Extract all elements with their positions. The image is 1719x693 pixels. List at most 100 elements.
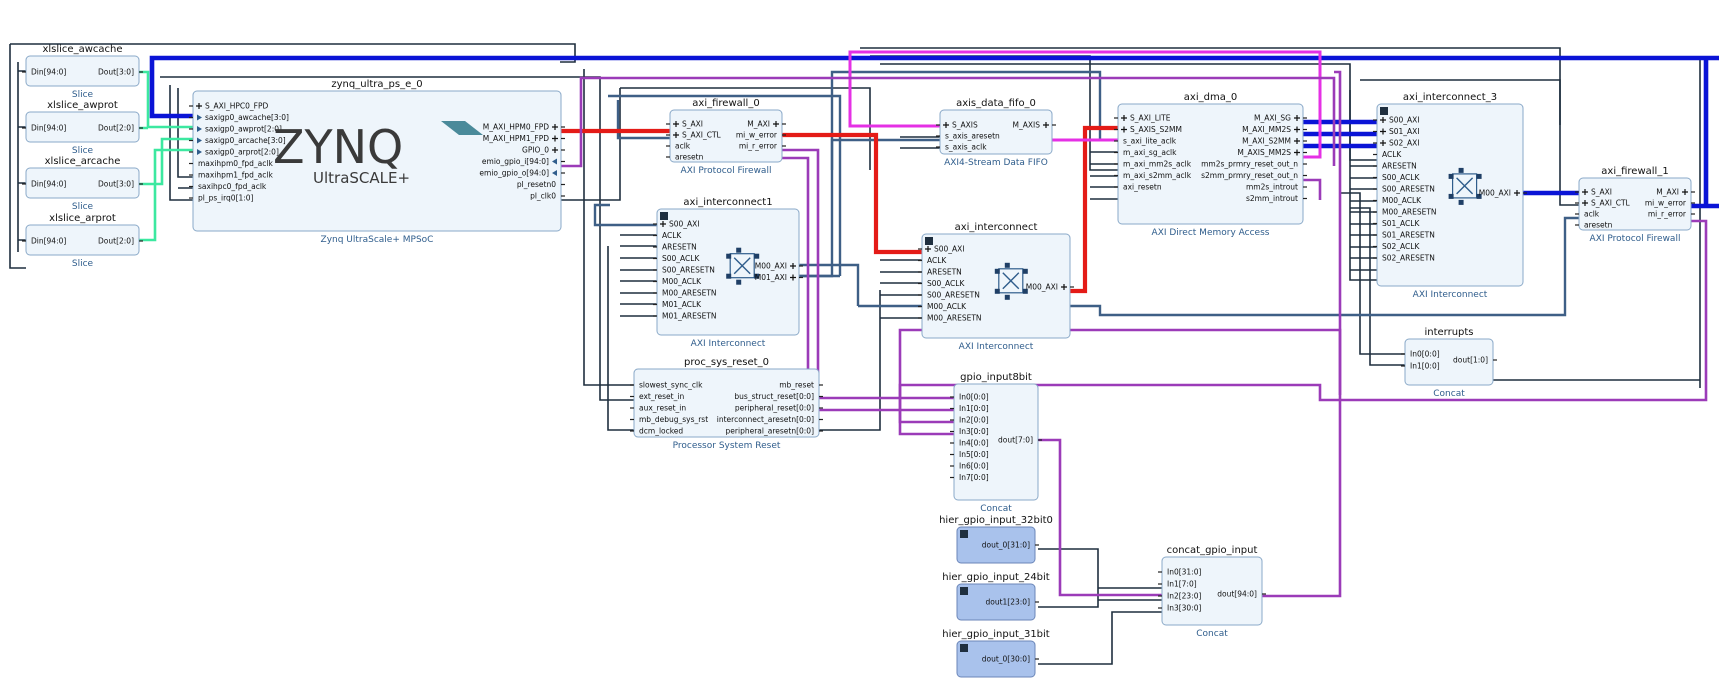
- block-body[interactable]: [25, 167, 140, 199]
- plus-icon[interactable]: [925, 246, 931, 252]
- plus-icon[interactable]: [773, 121, 779, 127]
- plus-icon[interactable]: [943, 122, 949, 128]
- plus-icon[interactable]: [196, 103, 202, 109]
- plus-icon[interactable]: [1294, 149, 1300, 156]
- wire-steel-26[interactable]: [830, 138, 940, 170]
- wire-dark-15[interactable]: [1349, 90, 1377, 281]
- wire-purple-36[interactable]: [560, 76, 1336, 168]
- wire-steel-22[interactable]: [616, 100, 670, 140]
- plus-icon[interactable]: [1380, 128, 1386, 135]
- wire-purple-38[interactable]: [782, 156, 954, 412]
- wire-dark-19[interactable]: [1350, 165, 1377, 271]
- wire-dark-5[interactable]: [583, 69, 634, 386]
- plus-icon[interactable]: [1121, 115, 1127, 121]
- wire-dark-6[interactable]: [620, 87, 871, 170]
- wire-purple-42[interactable]: [1262, 70, 1342, 598]
- plus-icon[interactable]: [1294, 126, 1300, 133]
- plus-icon[interactable]: [1294, 115, 1300, 121]
- plus-icon[interactable]: [1682, 189, 1688, 195]
- expand-icon[interactable]: [660, 212, 668, 220]
- wire-purple-41[interactable]: [1038, 438, 1162, 597]
- wire-magenta-34[interactable]: [848, 50, 1322, 159]
- block-body[interactable]: [669, 109, 783, 163]
- block-body[interactable]: [921, 233, 1071, 339]
- block-body[interactable]: [25, 55, 140, 87]
- plus-icon[interactable]: [1582, 189, 1588, 195]
- plus-icon[interactable]: [1121, 126, 1127, 133]
- block-body[interactable]: [633, 368, 820, 438]
- wire-dark-11[interactable]: [1360, 79, 1579, 206]
- wire-dark-0[interactable]: [9, 43, 576, 269]
- expand-icon[interactable]: [960, 644, 968, 652]
- plus-icon[interactable]: [1582, 200, 1588, 206]
- wire-dark-1[interactable]: [17, 62, 26, 252]
- block-body[interactable]: [25, 111, 140, 143]
- plus-icon[interactable]: [790, 274, 796, 281]
- block-body[interactable]: [656, 208, 800, 336]
- block-gpio-input8bit[interactable]: gpio_input8bitConcatIn0[0:0]In1[0:0]In2[…: [950, 372, 1042, 514]
- plus-icon[interactable]: [1514, 190, 1520, 196]
- block-body[interactable]: [939, 109, 1053, 155]
- wire-purple-37[interactable]: [782, 148, 954, 400]
- block-subtitle: Slice: [72, 90, 94, 100]
- wire-dark-20[interactable]: [1038, 548, 1162, 665]
- port-label: M01_ARESETN: [662, 312, 717, 321]
- block-body[interactable]: [25, 224, 140, 256]
- block-body[interactable]: [1161, 556, 1263, 626]
- wire-red-29[interactable]: [782, 132, 922, 255]
- plus-icon[interactable]: [673, 121, 679, 127]
- block-body[interactable]: [953, 383, 1039, 501]
- wire-red-30[interactable]: [1070, 125, 1118, 294]
- plus-icon[interactable]: [1294, 138, 1300, 144]
- expand-icon[interactable]: [960, 530, 968, 538]
- wire-dark-7[interactable]: [560, 88, 621, 201]
- wire-dark-16[interactable]: [620, 234, 657, 317]
- port-label: s_axis_aresetn: [945, 132, 1000, 141]
- plus-icon[interactable]: [673, 132, 679, 138]
- port-label: GPIO_0: [522, 146, 549, 155]
- plus-icon[interactable]: [552, 135, 558, 142]
- block-title: xlslice_arprot: [49, 213, 116, 224]
- plus-icon[interactable]: [660, 221, 666, 227]
- wire-green-43[interactable]: [139, 70, 193, 242]
- wire-dark-12[interactable]: [1493, 57, 1701, 388]
- plus-icon[interactable]: [1061, 284, 1067, 290]
- wire-dark-18[interactable]: [900, 136, 1118, 200]
- plus-icon[interactable]: [1380, 117, 1386, 123]
- block-body[interactable]: [1578, 177, 1692, 231]
- wire-dark-2[interactable]: [160, 76, 634, 401]
- expand-icon[interactable]: [925, 237, 933, 245]
- block-interrupts[interactable]: interruptsConcatIn0[0:0]In1[0:0]dout[1:0…: [1401, 327, 1497, 399]
- plus-icon[interactable]: [1043, 122, 1049, 128]
- block-body[interactable]: [1404, 338, 1494, 386]
- expand-icon[interactable]: [1380, 107, 1388, 115]
- block-title: proc_sys_reset_0: [684, 357, 769, 368]
- wire-steel-23[interactable]: [593, 203, 657, 227]
- expand-icon[interactable]: [960, 587, 968, 595]
- plus-icon[interactable]: [1380, 140, 1386, 146]
- wire-dark-3[interactable]: [169, 85, 193, 201]
- block-concat-gpio-input[interactable]: concat_gpio_inputConcatIn0[31:0]In1[7:0]…: [1158, 545, 1266, 639]
- block-subtitle: AXI Direct Memory Access: [1152, 228, 1270, 238]
- plus-icon[interactable]: [790, 263, 796, 269]
- plus-icon[interactable]: [552, 147, 558, 153]
- wire-dark-14[interactable]: [1350, 207, 1405, 366]
- plus-icon[interactable]: [552, 124, 558, 130]
